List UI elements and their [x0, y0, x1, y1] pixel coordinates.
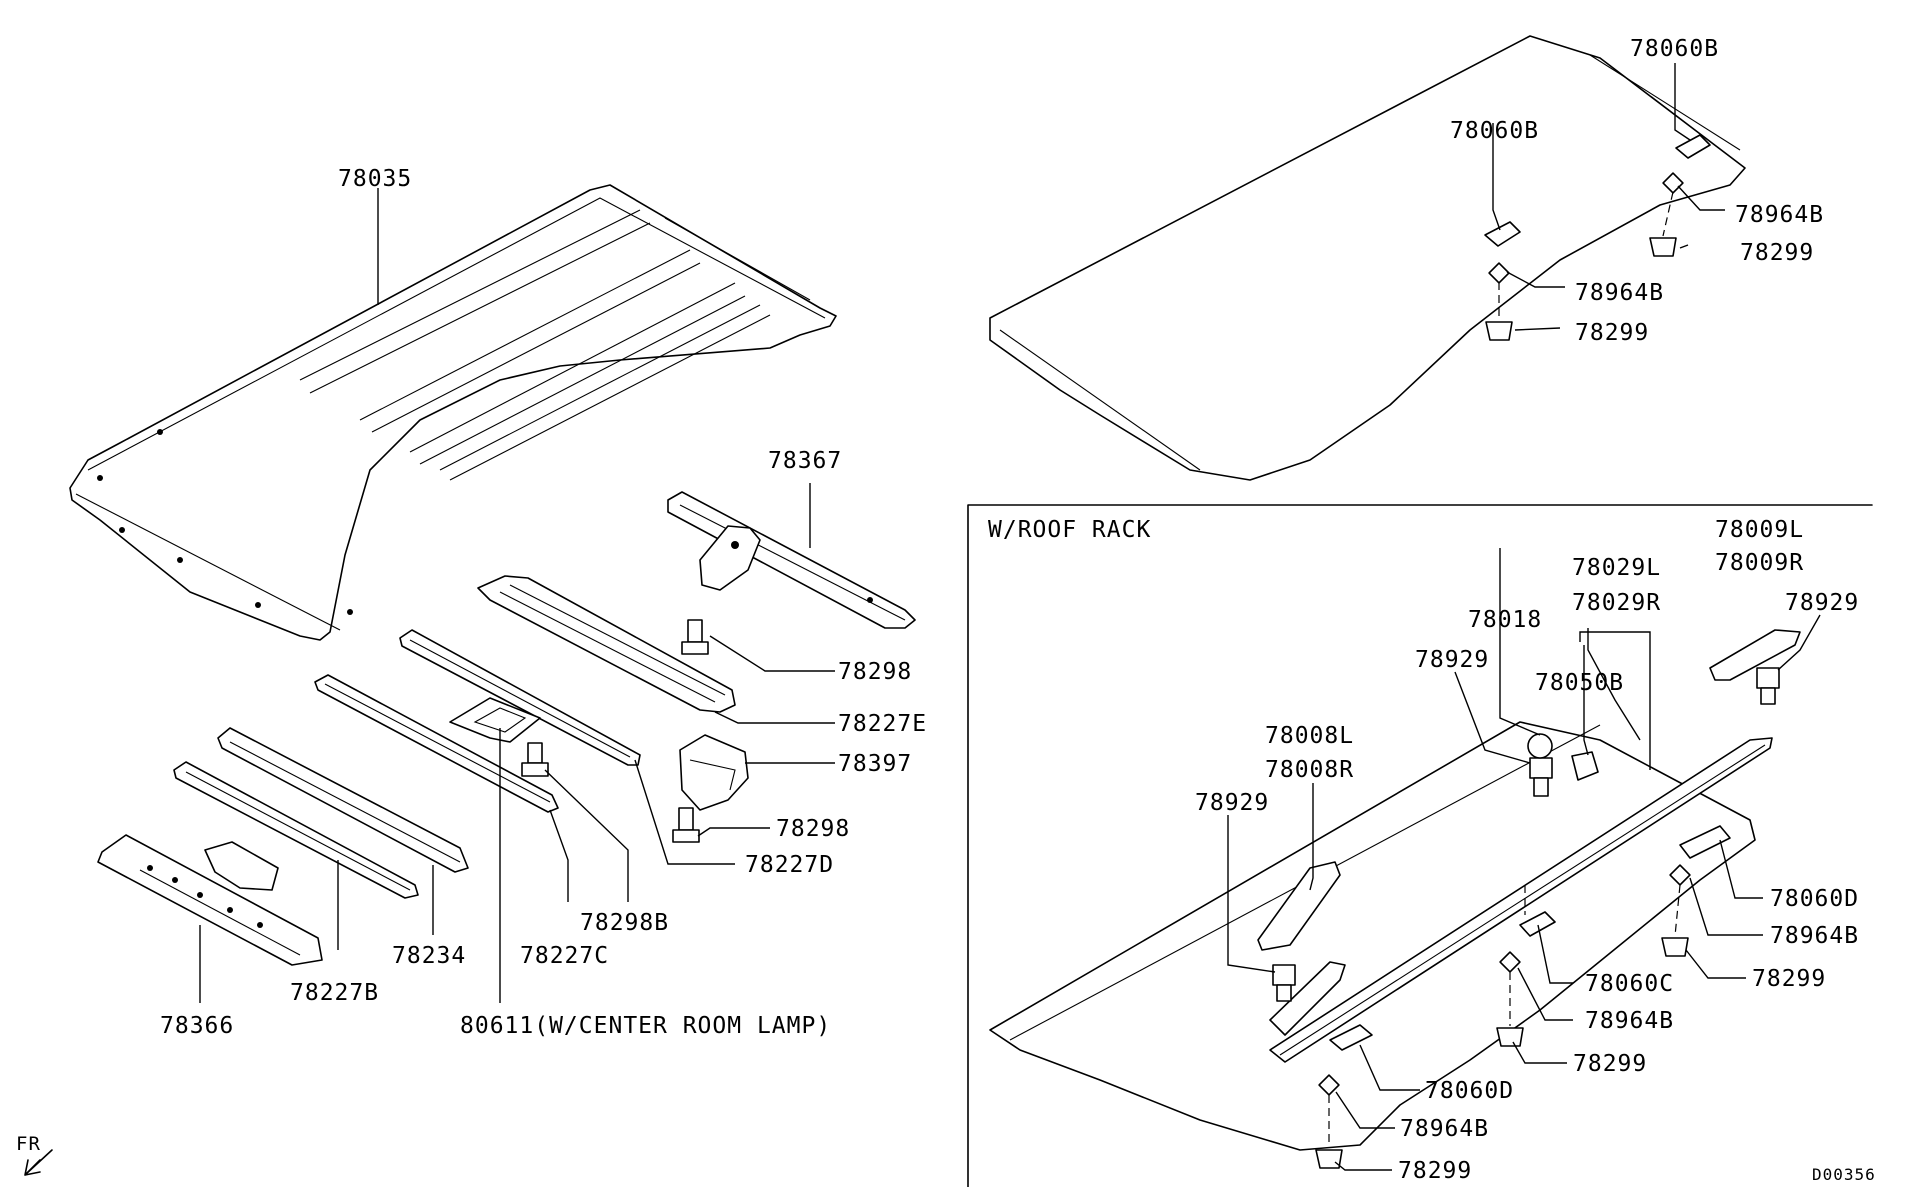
label-78299-mid: 78299 — [1573, 1051, 1647, 1077]
drawing-code: D00356 — [1812, 1165, 1876, 1184]
label-78029L: 78029L — [1572, 555, 1661, 581]
rack-fasteners — [1272, 667, 1780, 1169]
bolt-78298-upper — [681, 619, 709, 655]
roof-outline-lower — [989, 721, 1756, 1151]
label-78929-right: 78929 — [1785, 590, 1859, 616]
label-78397: 78397 — [838, 751, 912, 777]
label-78008L: 78008L — [1265, 723, 1354, 749]
end-cap-78009 — [1709, 629, 1801, 681]
label-78227D: 78227D — [745, 852, 834, 878]
label-78964B-left: 78964B — [1400, 1116, 1489, 1142]
front-direction-arrow-icon — [24, 1149, 53, 1176]
label-78060B-right: 78060B — [1630, 36, 1719, 62]
label-78234: 78234 — [392, 943, 466, 969]
label-78029R: 78029R — [1572, 590, 1661, 616]
label-78060B-left: 78060B — [1450, 118, 1539, 144]
end-cap-78008 — [1257, 861, 1341, 951]
cross-member-78367 — [667, 491, 916, 629]
label-78964B-upper-right: 78964B — [1735, 202, 1824, 228]
bracket-78397 — [679, 734, 749, 811]
label-78050B: 78050B — [1535, 670, 1624, 696]
label-78367: 78367 — [768, 448, 842, 474]
roof-rail-78029 — [1269, 737, 1773, 1063]
label-78298-lower: 78298 — [776, 816, 850, 842]
rail-front-leg — [1269, 961, 1346, 1036]
label-78929-left: 78929 — [1195, 790, 1269, 816]
cross-member-78227D — [399, 629, 641, 766]
label-78299-upper-right: 78299 — [1740, 240, 1814, 266]
label-78298-upper: 78298 — [838, 659, 912, 685]
label-78964B-mid: 78964B — [1585, 1008, 1674, 1034]
label-78366: 78366 — [160, 1013, 234, 1039]
cross-member-78227E — [477, 575, 736, 713]
fr-label: FR — [16, 1133, 41, 1155]
box-title: W/ROOF RACK — [988, 517, 1151, 543]
label-78018: 78018 — [1468, 607, 1542, 633]
label-78964B-upper-left: 78964B — [1575, 280, 1664, 306]
cross-member-78227C — [314, 674, 559, 813]
label-78009R: 78009R — [1715, 550, 1804, 576]
label-78299-right: 78299 — [1752, 966, 1826, 992]
bolt-78298-lower — [672, 807, 700, 843]
label-78299-upper-left: 78299 — [1575, 320, 1649, 346]
label-78008R: 78008R — [1265, 757, 1354, 783]
roof-rack-box — [967, 504, 1873, 1188]
leader-lines — [199, 63, 1821, 1171]
label-78035: 78035 — [338, 166, 412, 192]
label-78009L: 78009L — [1715, 517, 1804, 543]
lamp-bracket-80611 — [449, 697, 541, 743]
cross-member-78234 — [217, 727, 469, 873]
clips-upper — [1484, 134, 1711, 341]
cross-member-78366 — [97, 834, 323, 966]
cross-member-78227B — [173, 761, 419, 899]
roof-panel-78035 — [69, 184, 837, 641]
roof-outline-upper — [989, 35, 1746, 481]
label-78298B: 78298B — [580, 910, 669, 936]
label-78227E: 78227E — [838, 711, 927, 737]
bolt-78298B — [521, 742, 549, 777]
label-78227B: 78227B — [290, 980, 379, 1006]
label-78227C: 78227C — [520, 943, 609, 969]
label-80611: 80611(W/CENTER ROOM LAMP) — [460, 1013, 831, 1039]
label-78929-mid: 78929 — [1415, 647, 1489, 673]
label-78060C: 78060C — [1585, 971, 1674, 997]
label-78060D-left: 78060D — [1425, 1078, 1514, 1104]
label-78299-left: 78299 — [1398, 1158, 1472, 1184]
label-78060D-right: 78060D — [1770, 886, 1859, 912]
label-78964B-right: 78964B — [1770, 923, 1859, 949]
